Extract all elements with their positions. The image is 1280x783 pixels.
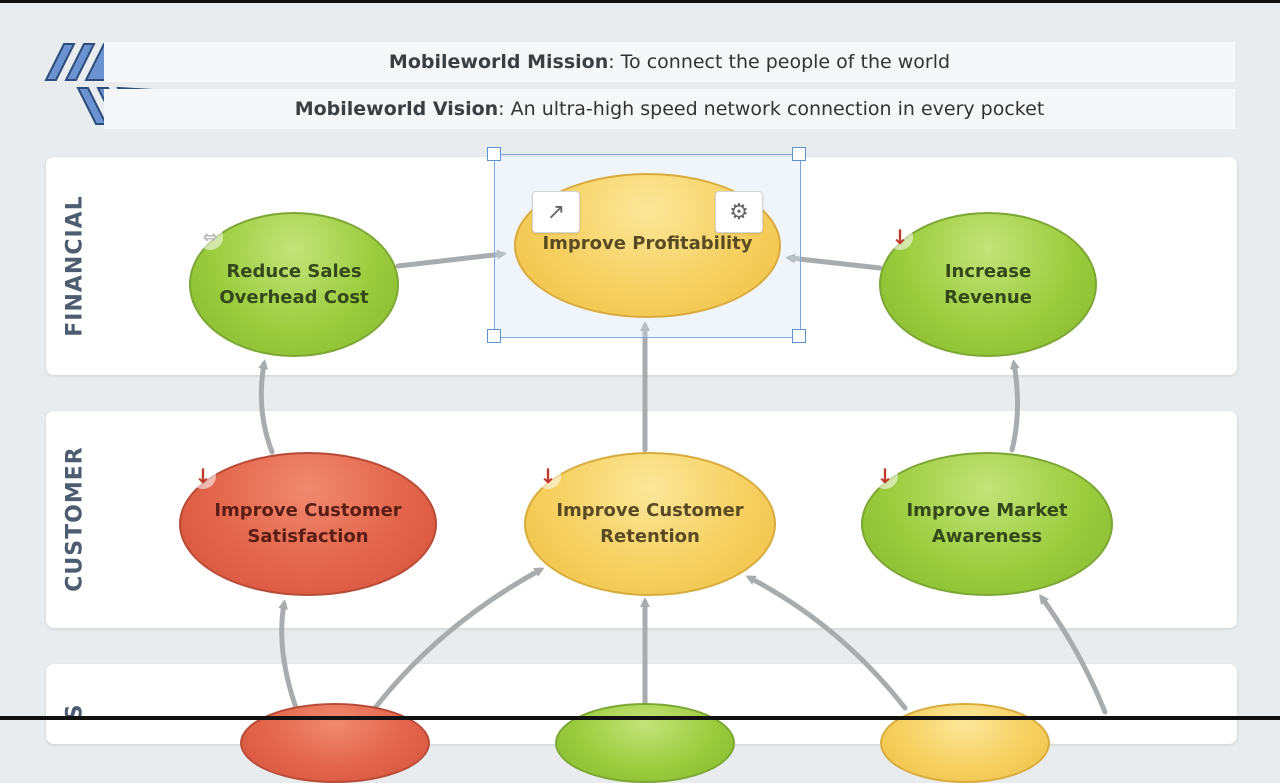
resize-handle-top-left[interactable] <box>487 147 501 161</box>
mission-text: : To connect the people of the world <box>608 51 951 73</box>
arrow-internal-to-retention-left[interactable] <box>372 567 545 711</box>
node-label: Increase Revenue <box>944 260 1032 308</box>
trend-down-icon: ↓ <box>887 224 913 250</box>
top-border <box>0 0 1280 3</box>
resize-handle-bottom-right[interactable] <box>792 329 806 343</box>
trend-down-icon: ↓ <box>190 463 216 489</box>
node-internal-3[interactable] <box>880 703 1050 783</box>
connector-layer <box>258 249 1108 715</box>
vision-banner: Mobileworld Vision: An ultra-high speed … <box>104 89 1235 129</box>
node-label: Improve Profitability <box>542 232 753 254</box>
node-improve-customer-satisfaction[interactable]: Improve Customer Satisfaction <box>179 452 437 596</box>
arrow-internal-to-retention-right[interactable] <box>745 575 908 711</box>
node-label: Reduce Sales Overhead Cost <box>219 260 369 308</box>
arrow-revenue-to-profit[interactable] <box>785 253 883 271</box>
node-improve-market-awareness[interactable]: Improve Market Awareness <box>861 452 1113 596</box>
arrow-up-right-icon: ↗ <box>546 199 566 225</box>
arrow-reduce-to-profit[interactable] <box>395 249 507 269</box>
node-internal-2[interactable] <box>555 703 735 783</box>
vision-text: : An ultra-high speed network connection… <box>498 98 1045 120</box>
resize-handle-bottom-left[interactable] <box>487 329 501 343</box>
arrow-internal-to-satisfaction[interactable] <box>278 599 299 711</box>
node-settings-button[interactable]: ⚙ <box>715 191 763 233</box>
node-label: Improve Customer Retention <box>556 500 744 547</box>
mission-banner: Mobileworld Mission: To connect the peop… <box>104 42 1235 82</box>
resize-handle-top-right[interactable] <box>792 147 806 161</box>
gear-icon: ⚙ <box>729 199 749 225</box>
node-improve-customer-retention[interactable]: Improve Customer Retention <box>524 452 776 596</box>
arrow-satisfaction-to-reduce[interactable] <box>258 359 275 455</box>
trend-down-icon: ↓ <box>872 463 898 489</box>
node-label: Improve Market Awareness <box>906 500 1068 547</box>
vision-label: Mobileworld Vision <box>294 98 499 120</box>
trend-flat-icon: ⇔ <box>197 224 223 250</box>
node-reduce-sales-overhead[interactable]: Reduce Sales Overhead Cost <box>189 212 399 357</box>
arrow-internal-to-awareness[interactable] <box>1039 593 1108 715</box>
arrow-awareness-to-revenue[interactable] <box>1009 359 1021 453</box>
node-internal-1[interactable] <box>240 703 430 783</box>
trend-down-icon: ↓ <box>535 463 561 489</box>
mission-label: Mobileworld Mission <box>388 51 609 73</box>
node-increase-revenue[interactable]: Increase Revenue <box>879 212 1097 357</box>
link-arrow-button[interactable]: ↗ <box>532 191 580 233</box>
bottom-border <box>0 716 1280 720</box>
node-label: Improve Customer Satisfaction <box>214 500 402 547</box>
